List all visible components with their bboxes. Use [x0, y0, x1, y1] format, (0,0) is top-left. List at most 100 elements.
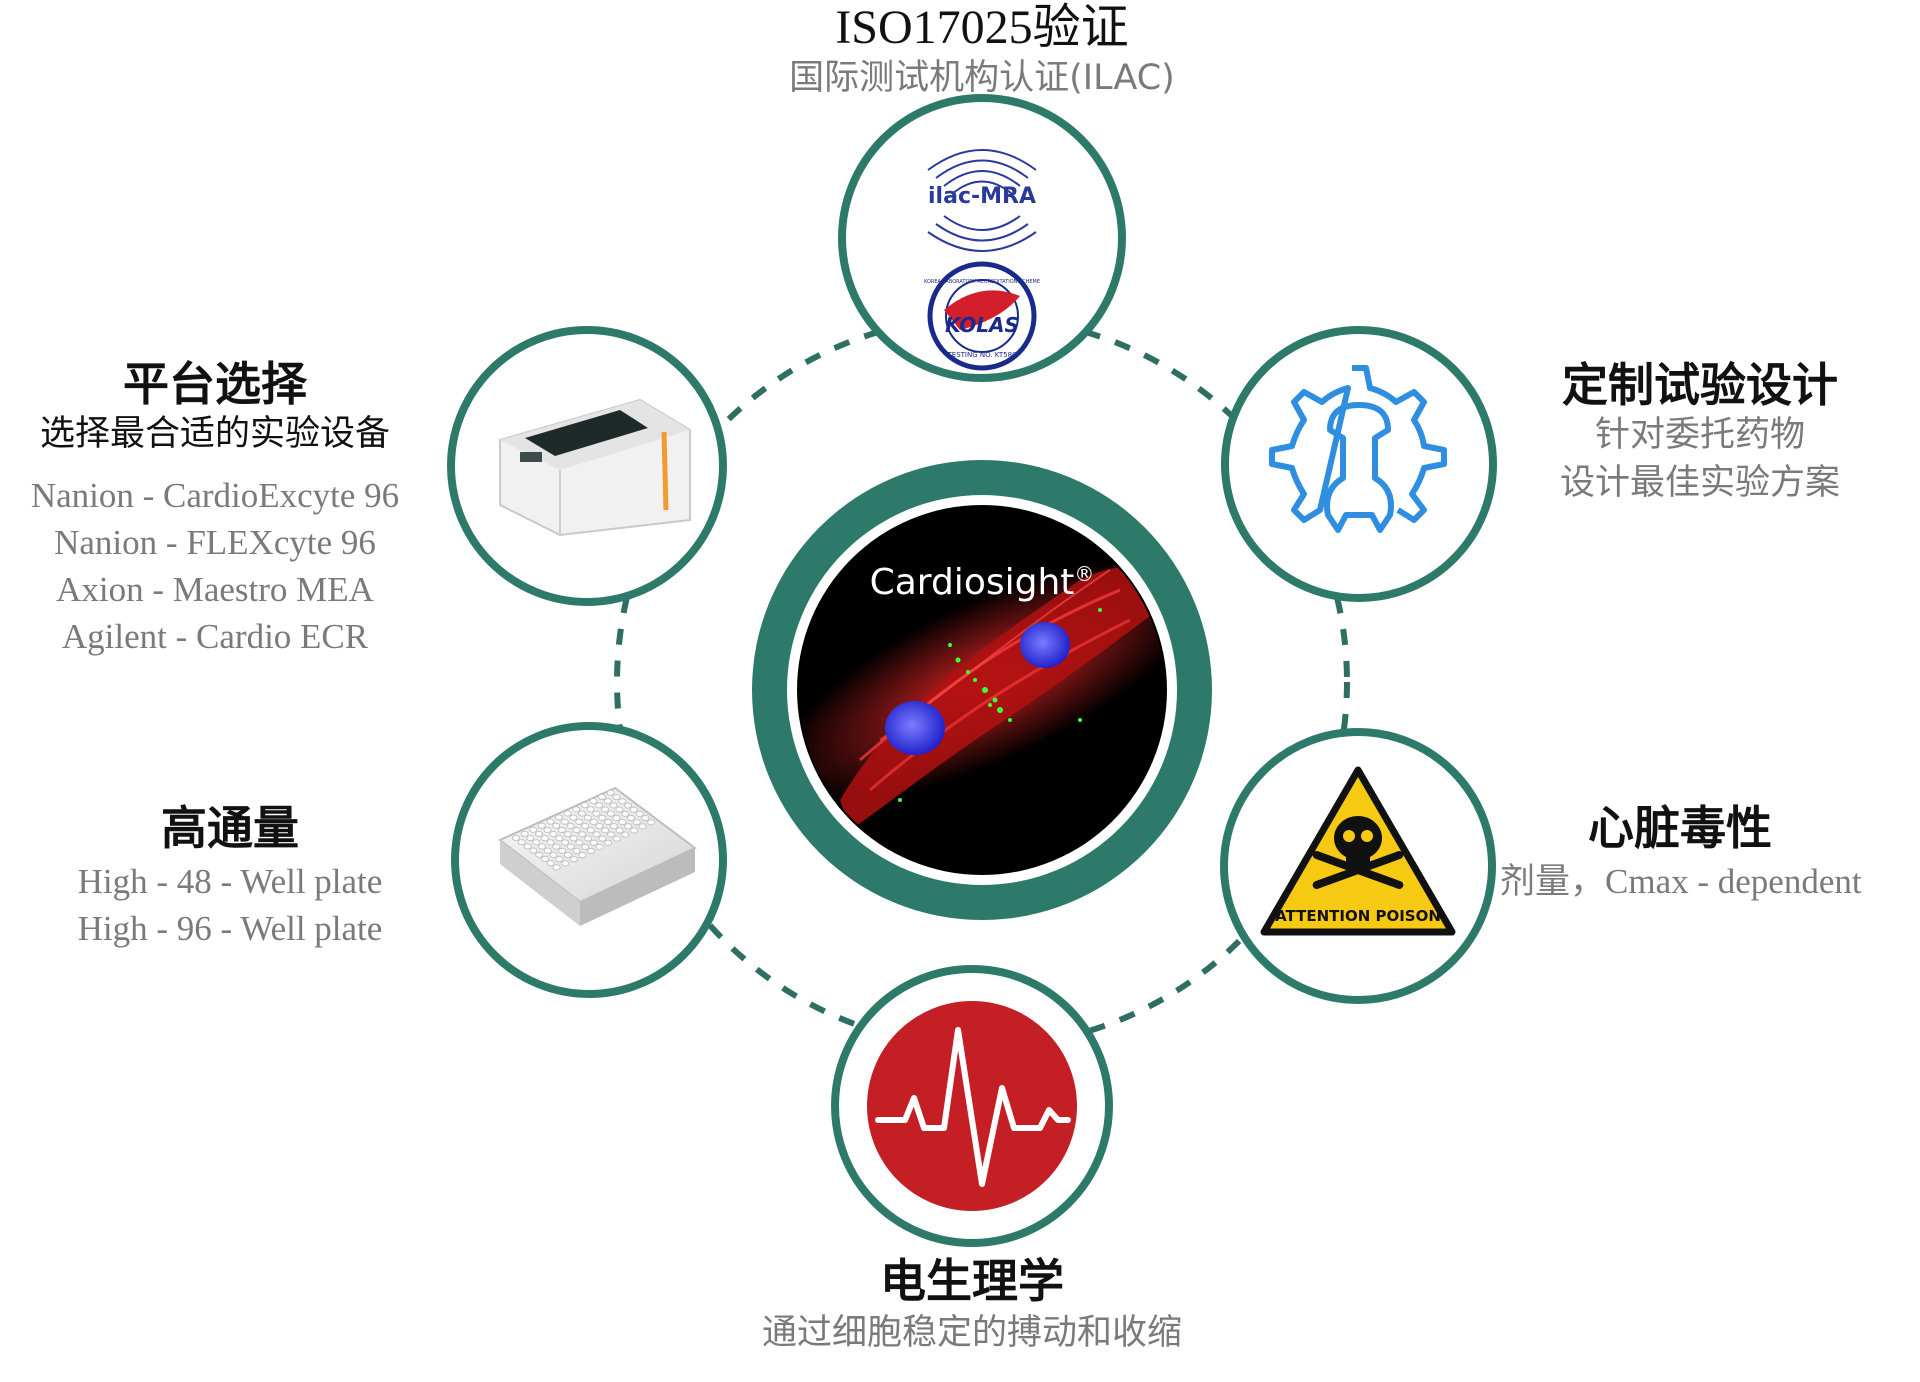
well — [612, 814, 621, 822]
well — [534, 830, 544, 838]
platform-item: Agilent - Cardio ECR — [61, 617, 369, 656]
node-iso-circle — [838, 94, 1126, 382]
kolas-ring-text: KOREA LABORATORY ACCREDITATION SCHEME — [923, 279, 1041, 285]
well — [552, 843, 561, 850]
well — [523, 843, 532, 850]
well — [632, 819, 641, 826]
platform-subtitle: 选择最合适的实验设备 — [39, 414, 390, 454]
well — [572, 806, 581, 813]
registered-mark: ® — [1074, 562, 1095, 586]
well — [647, 819, 656, 826]
well — [612, 794, 621, 801]
nucleus — [885, 701, 945, 755]
well — [529, 826, 538, 833]
well — [604, 839, 613, 846]
well — [558, 847, 567, 854]
center-brand-label: Cardiosight® — [832, 552, 1132, 605]
well — [560, 839, 570, 846]
well — [609, 802, 618, 809]
well — [635, 810, 644, 818]
well — [600, 806, 610, 813]
well — [638, 823, 647, 830]
well — [529, 847, 538, 854]
node-throughput-circle — [451, 722, 727, 998]
well — [589, 818, 598, 826]
well — [621, 810, 630, 817]
custom-title: 定制试验设计 — [1562, 358, 1838, 412]
well — [537, 822, 546, 829]
well — [549, 831, 558, 838]
well — [586, 847, 596, 855]
well — [566, 822, 575, 830]
well — [589, 839, 598, 846]
well — [618, 819, 627, 826]
well — [592, 810, 601, 817]
well — [615, 827, 624, 834]
iso-title: ISO17025验证 — [835, 1, 1129, 54]
poison-warning-icon — [1260, 766, 1456, 936]
skull-crossbones-icon — [1312, 816, 1404, 890]
well — [578, 831, 587, 838]
poison-sign-text: ATTENTION POISON — [1275, 907, 1441, 925]
well — [586, 806, 595, 813]
well — [641, 815, 650, 822]
well — [580, 802, 589, 809]
well — [626, 814, 636, 822]
node-ephys-circle — [831, 965, 1113, 1247]
well — [629, 827, 639, 834]
well — [595, 823, 604, 830]
well — [546, 818, 555, 825]
node-toxicity-circle — [1220, 728, 1496, 1004]
well — [540, 835, 549, 842]
well — [555, 856, 564, 863]
gear-wrench-icon — [1269, 365, 1447, 533]
platform-title: 平台选择 — [123, 357, 307, 411]
well — [624, 823, 633, 830]
well — [575, 818, 584, 825]
well — [606, 789, 615, 797]
custom-line: 设计最佳实验方案 — [1559, 463, 1840, 503]
platform-item: Nanion - FLEXcyte 96 — [54, 523, 376, 562]
well — [595, 843, 604, 851]
well — [575, 839, 584, 846]
nucleus — [1020, 622, 1070, 668]
throughput-title: 高通量 — [161, 801, 299, 855]
connector-ring — [614, 314, 1350, 1050]
well — [618, 798, 627, 805]
well — [563, 851, 573, 859]
well — [560, 818, 569, 825]
well — [586, 827, 595, 834]
well — [623, 802, 633, 809]
brand-name: Cardiosight — [869, 562, 1075, 603]
well — [597, 793, 607, 801]
well — [552, 822, 561, 829]
well — [555, 835, 564, 842]
cardiomyocyte-image — [799, 558, 1165, 830]
center-node — [752, 460, 1212, 920]
well — [572, 827, 581, 834]
well — [543, 826, 552, 834]
ecg-wave — [875, 1027, 1071, 1187]
platform-item: Nanion - CardioExcyte 96 — [30, 476, 400, 515]
well — [535, 851, 544, 858]
well — [572, 847, 581, 855]
well — [569, 814, 578, 821]
well — [606, 810, 615, 817]
well — [581, 843, 590, 850]
well — [612, 835, 621, 842]
well — [603, 818, 613, 826]
well — [595, 802, 604, 809]
well — [569, 835, 578, 842]
well — [549, 851, 558, 859]
platform-item: Axion - Maestro MEA — [56, 570, 374, 609]
well — [511, 834, 521, 842]
well — [615, 806, 624, 813]
well — [601, 827, 610, 834]
throughput-item: High - 96 - Well plate — [77, 909, 383, 948]
toxicity-title: 心脏毒性 — [1588, 801, 1772, 855]
kolas-number-text: TESTING NO. KT580 — [947, 351, 1017, 359]
well — [520, 830, 529, 838]
well — [598, 835, 607, 842]
